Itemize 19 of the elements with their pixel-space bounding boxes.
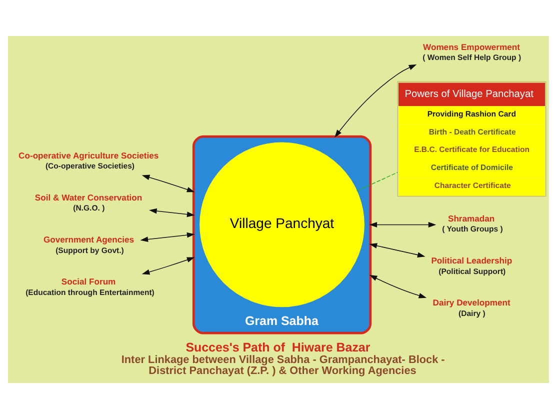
node-text: Womens Empowerment ( Women Self Help Group )	[422, 42, 522, 62]
node-text: Social Forum (Education through Entertainment)	[26, 276, 154, 297]
node-text: Government Agencies (Support by Govt.)	[44, 234, 134, 255]
caption: Inter Linkage between Village Sabha - Grampanchayat- Block - District Panchayat (Z.P. ) & Other Working Agencies	[121, 354, 445, 377]
arrow	[140, 232, 195, 242]
arrow	[149, 208, 195, 218]
node-text: Soil & Water Conservation (N.G.O. )	[34, 192, 142, 213]
arrow	[334, 64, 417, 138]
arrow	[142, 257, 195, 275]
node-text: Political Leadership (Political Support)	[431, 256, 512, 276]
arrow	[369, 243, 426, 258]
diagram-title: Succes's Path of Hiware Bazar	[186, 340, 370, 355]
node-text: Dairy Development (Dairy )	[432, 298, 510, 318]
node-text: Co-operative Agriculture Societies (Co-operative Societies)	[18, 150, 159, 171]
arrow	[369, 222, 436, 228]
node-circle: Village Panchyat	[200, 142, 364, 308]
arrow	[142, 174, 195, 192]
node-text: Shramadan ( Youth Groups )	[442, 213, 503, 234]
arrow	[369, 274, 427, 298]
